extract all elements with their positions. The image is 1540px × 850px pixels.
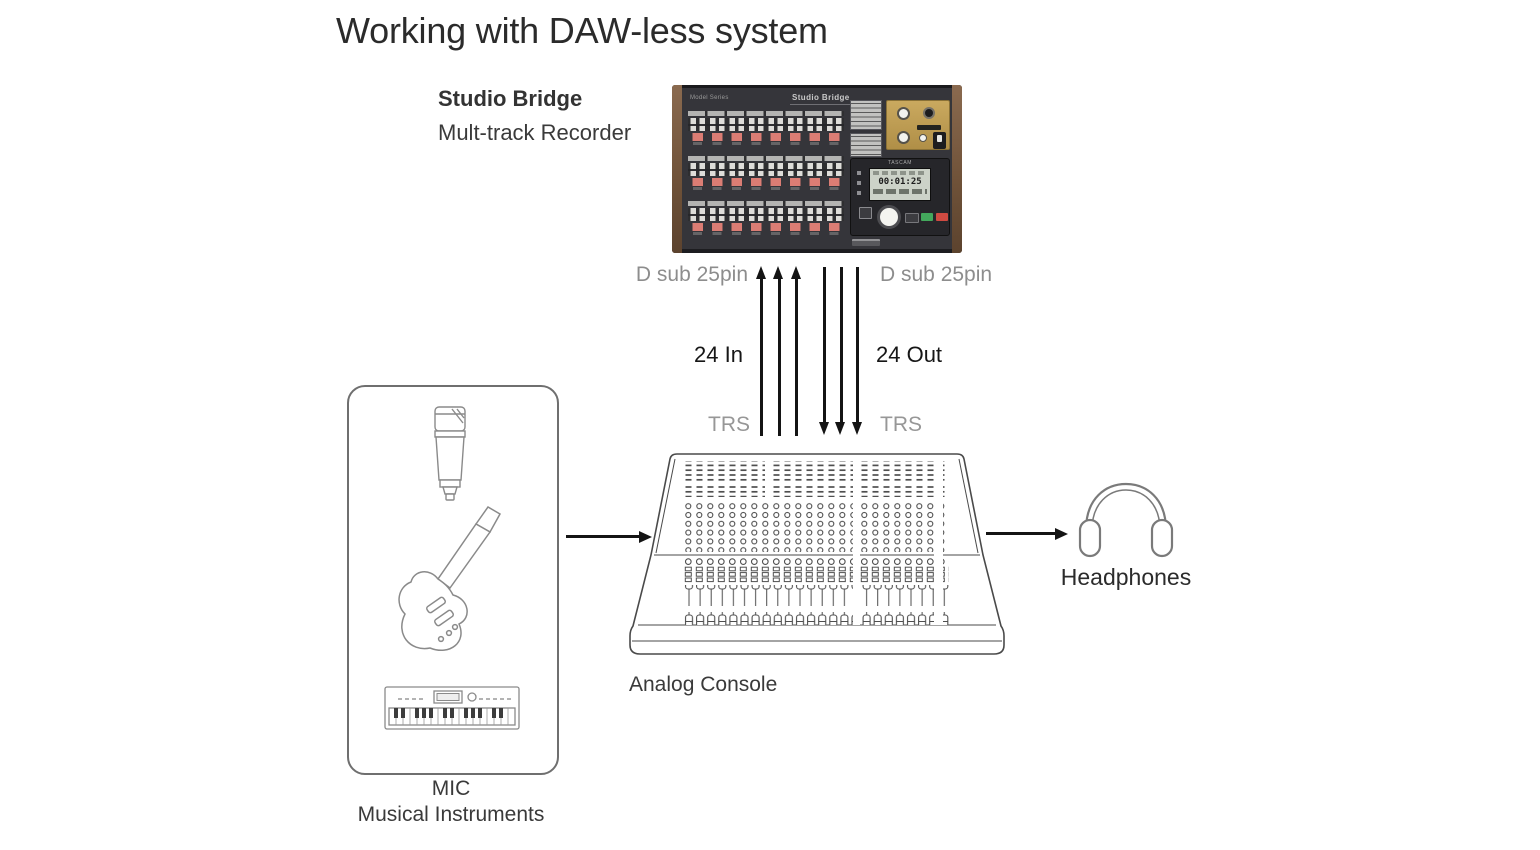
mic-label: MIC [431,777,471,800]
level-knob [897,131,910,144]
recorder-channel-strips [688,111,844,246]
multitrack-recorder-image: Model Series Studio Bridge [672,85,962,253]
lcd-menu-row [873,189,927,194]
function-button [859,207,872,219]
trs-left-label: TRS [708,413,750,436]
in-count-label: 24 In [694,342,743,367]
dsub-left-label: D sub 25pin [635,263,748,286]
routing-label-block [850,133,882,157]
lcd-screen: 00:01:25 [869,168,931,201]
display-side-icons [857,171,861,197]
sources-to-console-arrow [566,530,652,543]
analog-console-drawing [629,453,1005,655]
gold-panel-label-bar [917,125,941,130]
jog-dial [877,205,901,229]
recorder-brand-underline [790,104,852,105]
recorder-wood-side-left [672,85,682,253]
input-cable-arrow-up [773,266,784,436]
input-cable-arrow-up [755,266,766,436]
output-cable-arrow-down [835,267,846,435]
input-cable-arrow-up [790,266,801,436]
channel-row [688,201,844,241]
out-count-label: 24 Out [876,342,943,367]
lcd-time-counter: 00:01:25 [878,177,922,187]
output-cable-arrow-down [851,267,862,435]
page-title: Working with DAW-less system [336,10,828,51]
console-to-headphones-arrow [986,527,1068,540]
play-button [921,213,933,221]
channel-row [688,111,844,151]
trs-right-label: TRS [880,413,922,436]
channel-row [688,156,844,196]
microphone-icon [434,406,466,501]
guitar-icon [398,506,502,651]
stop-button [905,213,919,223]
recorder-name-label: Studio Bridge [438,86,583,111]
routing-label-block [850,100,882,130]
console-label: Analog Console [629,673,778,696]
sd-card-slot [852,239,880,246]
power-switch [933,132,946,149]
headphone-jack [923,107,935,119]
lcd-status-row [873,171,927,175]
recorder-series-text: Model Series [690,95,729,101]
recorder-display-section: TASCAM 00:01:25 [850,158,950,236]
recorder-front-panel: Model Series Studio Bridge [682,85,952,253]
monitor-knob [897,107,910,120]
display-brand-text: TASCAM [887,160,913,166]
recorder-brand-text: Studio Bridge [792,93,850,102]
record-button [936,213,948,221]
small-knob [919,134,927,142]
headphones-label: Headphones [1060,564,1192,590]
recorder-type-label: Mult-track Recorder [438,120,632,145]
headphones-icon [1078,482,1174,558]
dsub-right-label: D sub 25pin [880,263,993,286]
monitor-section-gold-panel [886,100,950,150]
keyboard-icon [384,686,520,730]
instruments-label: Musical Instruments [357,803,545,826]
recorder-wood-side-right [952,85,962,253]
output-cable-arrow-down [818,267,829,435]
